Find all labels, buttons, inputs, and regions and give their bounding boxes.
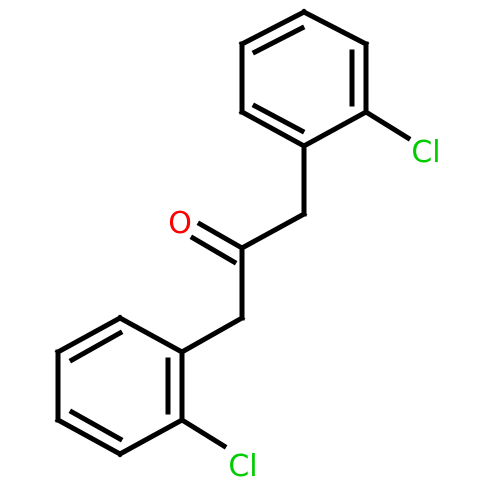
oxygen-atom-label: O bbox=[168, 206, 192, 241]
aromatic-inner-bond bbox=[68, 408, 124, 443]
carbon-chain bbox=[178, 143, 308, 356]
bond bbox=[54, 314, 124, 356]
aromatic-inner-bond bbox=[68, 329, 124, 364]
bond bbox=[116, 314, 186, 356]
bond bbox=[196, 220, 246, 252]
chlorine-atom-label-bottom: Cl bbox=[228, 449, 257, 484]
bond bbox=[238, 8, 308, 48]
bond bbox=[54, 416, 124, 458]
c-cl-bond-top bbox=[362, 108, 412, 142]
bond bbox=[238, 108, 308, 150]
bond bbox=[238, 210, 308, 252]
bond bbox=[189, 234, 238, 266]
chlorine-atom-label-top: Cl bbox=[411, 135, 440, 170]
bond bbox=[300, 108, 370, 150]
bond bbox=[116, 416, 186, 458]
carbonyl-double-bond bbox=[189, 220, 246, 266]
aromatic-inner-bond bbox=[251, 24, 306, 56]
bond bbox=[178, 314, 246, 356]
top-benzene-ring bbox=[238, 8, 370, 150]
c-cl-bond-bottom bbox=[178, 416, 228, 450]
bottom-benzene-ring bbox=[54, 314, 186, 458]
bond bbox=[300, 8, 370, 48]
aromatic-inner-bond bbox=[251, 102, 306, 135]
